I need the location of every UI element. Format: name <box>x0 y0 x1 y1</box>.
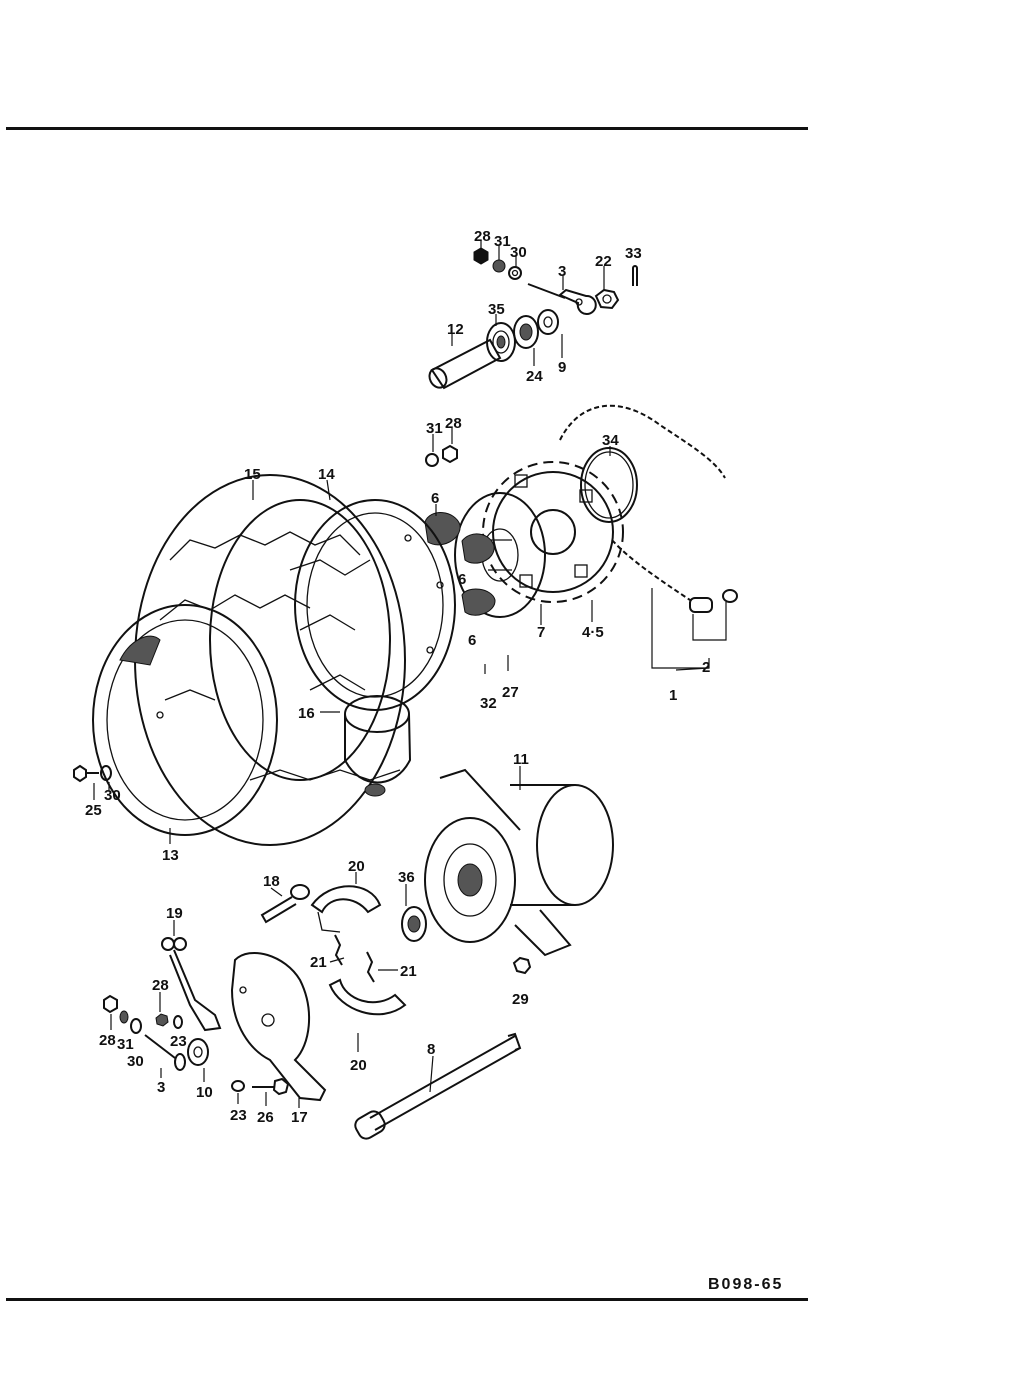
callout-8: 8 <box>427 1041 435 1058</box>
axle-nut-28-top <box>473 247 489 265</box>
inner-tube-16 <box>344 695 412 784</box>
callout-22: 22 <box>595 253 612 270</box>
callout-2: 2 <box>702 659 710 676</box>
nut-28-lower-right <box>155 1013 169 1027</box>
rim-13 <box>92 604 278 836</box>
callout-23: 23 <box>170 1033 187 1050</box>
callout-28: 28 <box>152 977 169 994</box>
drive-chain-1 <box>559 404 726 601</box>
callout-6: 6 <box>431 490 439 507</box>
chain-adjuster-3-lower <box>144 1034 186 1071</box>
brake-cam-18 <box>260 884 310 924</box>
callout-31: 31 <box>426 420 443 437</box>
collar-9 <box>537 309 559 335</box>
callout-12: 12 <box>447 321 464 338</box>
nut-28-lower-left <box>103 994 118 1014</box>
callout-23: 23 <box>230 1107 247 1124</box>
callout-4-5: 4·5 <box>582 624 604 641</box>
callout-18: 18 <box>263 873 280 890</box>
callout-32: 32 <box>480 695 497 712</box>
chain-adjuster-3-top <box>527 283 597 315</box>
brake-arm-19 <box>161 937 222 1032</box>
washer-23-bottom <box>231 1080 245 1092</box>
callout-11: 11 <box>513 751 529 768</box>
bolt-25 <box>73 764 99 783</box>
callout-13: 13 <box>162 847 179 864</box>
bearing-36 <box>401 906 427 942</box>
callout-7: 7 <box>537 624 545 641</box>
rim-14 <box>294 499 456 711</box>
washer-31-top <box>492 259 506 273</box>
final-driven-sprocket-4-5 <box>482 461 624 603</box>
brake-shoe-20-lower <box>328 978 407 1016</box>
callout-labels: 28 31 30 3 22 33 35 12 24 9 31 28 34 15 … <box>85 228 710 1126</box>
callout-31: 31 <box>117 1036 134 1053</box>
distance-collar-24 <box>513 315 539 349</box>
callout-14: 14 <box>318 466 335 483</box>
callout-15: 15 <box>244 466 261 483</box>
callout-31: 31 <box>494 233 511 250</box>
bolt-26 <box>252 1077 290 1096</box>
callout-27: 27 <box>502 684 519 701</box>
callout-3: 3 <box>558 263 566 280</box>
bottom-rule <box>6 1298 808 1301</box>
brake-panel-17 <box>230 951 327 1102</box>
washer-31-lower <box>119 1010 129 1024</box>
callout-1: 1 <box>669 687 677 704</box>
washer-23-lower <box>173 1015 183 1029</box>
callout-6: 6 <box>468 632 476 649</box>
callout-6: 6 <box>458 571 466 588</box>
callout-19: 19 <box>166 905 183 922</box>
collar-10 <box>187 1038 209 1066</box>
callout-30: 30 <box>104 787 121 804</box>
diagram-code: B098-65 <box>708 1276 784 1293</box>
washer-31-mid <box>425 453 439 467</box>
nut-28-mid <box>442 444 458 464</box>
callout-21: 21 <box>400 963 417 980</box>
rear-axle-8 <box>354 1032 522 1140</box>
sleeve-12 <box>428 338 502 390</box>
callout-9: 9 <box>558 359 566 376</box>
callout-35: 35 <box>488 301 505 318</box>
callout-36: 36 <box>398 869 415 886</box>
callout-25: 25 <box>85 802 102 819</box>
damper-rubbers-6 <box>424 512 496 616</box>
callout-30: 30 <box>127 1053 144 1070</box>
callout-20: 20 <box>348 858 365 875</box>
rear-hub-11 <box>424 768 614 957</box>
nut-29 <box>512 956 532 975</box>
callout-20: 20 <box>350 1057 367 1074</box>
washer-30-left <box>100 765 112 781</box>
callout-28: 28 <box>445 415 462 432</box>
callout-28: 28 <box>99 1032 116 1049</box>
callout-34: 34 <box>602 432 619 449</box>
circlip-34 <box>580 447 638 523</box>
cotter-pin-33 <box>632 265 638 286</box>
callout-21: 21 <box>310 954 327 971</box>
callout-29: 29 <box>512 991 529 1008</box>
chain-joint-2 <box>689 589 738 613</box>
callout-24: 24 <box>526 368 543 385</box>
tire-15 <box>134 474 406 846</box>
bearing-35 <box>486 322 516 362</box>
callout-28: 28 <box>474 228 491 245</box>
leader-lines <box>93 240 727 1108</box>
callout-30: 30 <box>510 244 527 261</box>
washer-30-top <box>508 266 522 280</box>
callout-10: 10 <box>196 1084 213 1101</box>
top-rule <box>6 127 808 130</box>
brake-shoe-20-upper <box>310 885 382 933</box>
axle-nut-22 <box>594 288 620 310</box>
sprocket-flange-7 <box>454 492 546 618</box>
callout-16: 16 <box>298 705 315 722</box>
washer-30-lower <box>130 1018 142 1034</box>
callout-17: 17 <box>291 1109 308 1126</box>
callout-26: 26 <box>257 1109 274 1126</box>
callout-3: 3 <box>157 1079 165 1096</box>
callout-33: 33 <box>625 245 642 262</box>
